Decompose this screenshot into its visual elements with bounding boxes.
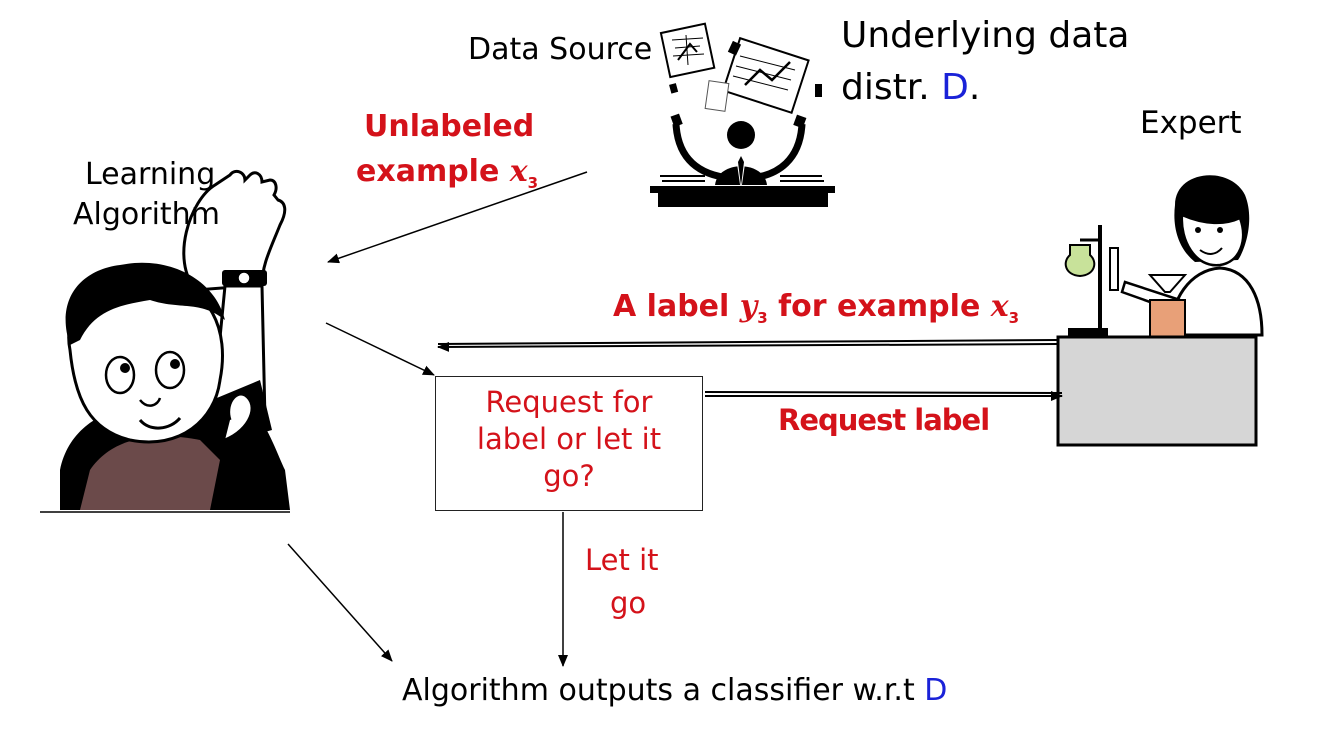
underlying-data-label-line2: distr. D. bbox=[841, 67, 981, 108]
data-source-label: Data Source bbox=[468, 32, 653, 67]
decision-box bbox=[435, 376, 703, 511]
output-label: Algorithm outputs a classifier w.r.t D bbox=[402, 673, 948, 708]
underlying-data-label-line1: Underlying data bbox=[841, 15, 1130, 56]
request-label-annotation: Request label bbox=[778, 403, 990, 437]
expert-illustration bbox=[1056, 175, 1264, 447]
arrow-request-to-expert-line1 bbox=[704, 391, 1063, 394]
arrow-learner-to-output bbox=[287, 543, 393, 662]
arrow-expert-to-learner bbox=[437, 341, 1058, 352]
expert-label: Expert bbox=[1140, 105, 1242, 141]
distribution-symbol-d: D bbox=[941, 67, 969, 108]
arrow-data-to-learner bbox=[327, 171, 588, 264]
learning-label-line2: Algorithm bbox=[73, 197, 220, 232]
distribution-symbol-d-output: D bbox=[924, 673, 948, 708]
arrow-learner-to-decision bbox=[325, 322, 435, 376]
unlabeled-label-line2: example x3 bbox=[356, 154, 539, 192]
let-it-go-line2: go bbox=[610, 586, 647, 620]
learning-algorithm-illustration bbox=[40, 169, 290, 513]
decision-box-text: Request for label or let it go? bbox=[476, 385, 662, 493]
unlabeled-label-line1: Unlabeled bbox=[364, 109, 535, 144]
label-y3-annotation: A label y3 for example x3 bbox=[613, 289, 1020, 327]
learning-label-line1: Learning bbox=[85, 157, 216, 192]
data-source-illustration bbox=[650, 22, 835, 207]
arrow-expert-to-learner-line1 bbox=[437, 339, 1058, 345]
let-it-go-line1: Let it bbox=[585, 543, 659, 577]
